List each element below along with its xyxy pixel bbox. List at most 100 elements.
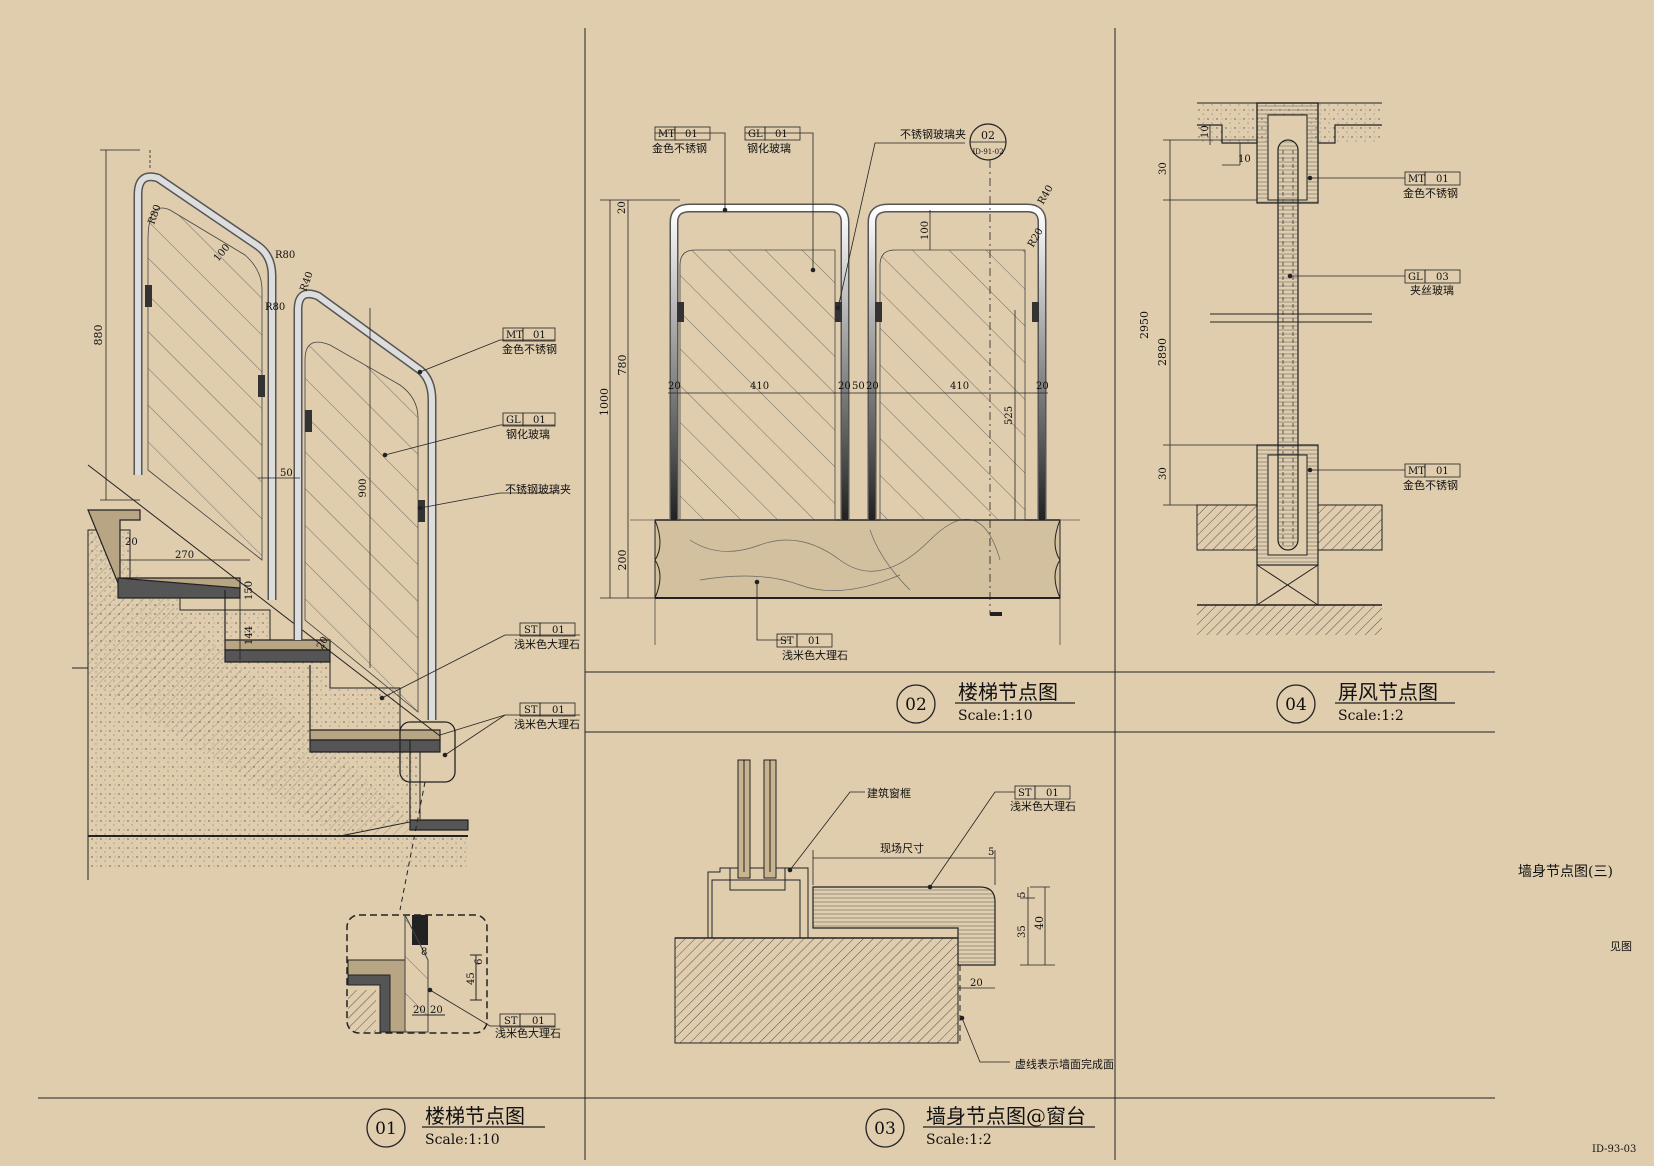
tag-code: GL	[748, 129, 763, 140]
tag-code: GL	[1408, 272, 1423, 283]
title-name: 楼梯节点图	[425, 1104, 525, 1128]
tag-no: 01	[1436, 174, 1449, 185]
title-block-03: 03 墙身节点图@窗台 Scale:1:2	[865, 1104, 1095, 1148]
tag-no: 01	[685, 129, 698, 140]
tag-name: 钢化玻璃	[747, 141, 791, 155]
note-clip: 不锈钢玻璃夹	[505, 482, 571, 496]
tag-name: 浅米色大理石	[1010, 799, 1076, 813]
dim-r80-b: R80	[275, 250, 295, 261]
dim-20-d: 20	[866, 381, 879, 392]
dim-r80-c: R80	[265, 302, 285, 313]
title-block-04: 04 屏风节点图 Scale:1:2	[1276, 680, 1455, 724]
title-number: 02	[905, 695, 927, 715]
detail-01-callouts: MT 01 金色不锈钢 GL 01 钢化玻璃 不锈钢玻璃夹 ST 01 浅米色大…	[379, 327, 580, 1040]
tag-code: GL	[506, 415, 521, 426]
tag-no: 01	[532, 1016, 545, 1027]
note-clip: 不锈钢玻璃夹	[900, 127, 966, 141]
tag-name: 金色不锈钢	[1403, 478, 1458, 492]
title-name: 楼梯节点图	[958, 680, 1058, 704]
dim-10-a: 10	[1200, 125, 1211, 138]
tag-no: 01	[552, 625, 565, 636]
title-name: 屏风节点图	[1338, 680, 1438, 704]
title-scale: Scale:1:10	[425, 1132, 500, 1148]
dim-150: 150	[244, 581, 255, 600]
dim-20: 20	[617, 201, 628, 214]
dim-r40: R40	[298, 270, 315, 293]
dim-270: 270	[175, 550, 194, 561]
dim-30-a: 30	[1158, 162, 1169, 175]
tag-name: 浅米色大理石	[782, 648, 848, 662]
title-name: 墙身节点图@窗台	[926, 1104, 1086, 1128]
dim-410-a: 410	[750, 381, 769, 392]
tag-code: MT	[658, 129, 675, 140]
dim-100: 100	[920, 221, 931, 240]
dim-2950: 2950	[1138, 311, 1151, 339]
sheet-frame	[38, 28, 1495, 1160]
note-window-frame: 建筑窗框	[867, 786, 911, 800]
dim-525: 525	[1004, 406, 1015, 425]
tag-name: 浅米色大理石	[495, 1026, 561, 1040]
tag-code: ST	[524, 705, 538, 716]
dim-410-b: 410	[950, 381, 969, 392]
dim-1000: 1000	[598, 388, 611, 416]
dim-8: 8	[421, 947, 427, 958]
tag-no: 01	[552, 705, 565, 716]
dim-5-a: 5	[988, 847, 994, 858]
drawing-number: ID-93-03	[1592, 1144, 1636, 1155]
dim-5-b: 5	[1017, 892, 1028, 898]
title-scale: Scale:1:2	[1338, 708, 1404, 724]
tag-code: MT	[506, 330, 523, 341]
title-number: 01	[375, 1119, 397, 1139]
dim-r40: R40	[1036, 183, 1056, 206]
ref-number: 02	[981, 129, 995, 142]
tag-no: 01	[533, 415, 546, 426]
detail-04-screen-section: 10 10 30 2950 2890 30 MT 01 金色不锈钢 GL 03 …	[1138, 102, 1461, 635]
tag-code: MT	[1408, 174, 1425, 185]
detail-01-stair-section: 880 R80 100 R80 R80 R40 50 900 270 20 15…	[72, 149, 469, 911]
dim-20: 20	[970, 978, 983, 989]
title-block-01: 01 楼梯节点图 Scale:1:10	[366, 1104, 545, 1148]
sheet-side-title: 墙身节点图(三)	[1518, 864, 1613, 880]
dim-900: 900	[358, 478, 369, 497]
dim-50: 50	[852, 381, 865, 392]
tag-no: 01	[808, 636, 821, 647]
detail-02-railing-elevation: 20 1000 780 200 100 R40 R20 20 410 20 50…	[598, 123, 1080, 662]
tag-no: 01	[1046, 788, 1059, 799]
dim-40: 40	[1033, 916, 1046, 930]
dim-144: 144	[244, 626, 255, 645]
title-scale: Scale:1:2	[926, 1132, 992, 1148]
tag-no: 01	[533, 330, 546, 341]
dim-6: 6	[474, 959, 485, 965]
tag-name: 金色不锈钢	[1403, 186, 1458, 200]
tag-code: ST	[504, 1016, 518, 1027]
tag-name: 夹丝玻璃	[1410, 283, 1454, 297]
title-scale: Scale:1:10	[958, 708, 1033, 724]
dim-30-b: 30	[1158, 467, 1169, 480]
dim-20-c: 20	[413, 1005, 426, 1016]
title-block-02: 02 楼梯节点图 Scale:1:10	[896, 680, 1075, 724]
tag-code: ST	[1018, 788, 1032, 799]
dim-20-b: 20	[668, 381, 681, 392]
tag-code: MT	[1408, 466, 1425, 477]
tag-no: 01	[775, 129, 788, 140]
tag-name: 浅米色大理石	[514, 717, 580, 731]
tag-code: ST	[524, 625, 538, 636]
sheet-side-note: 见图	[1610, 940, 1632, 953]
tag-name: 金色不锈钢	[502, 342, 557, 356]
tag-no: 01	[1436, 466, 1449, 477]
note-site-dim: 现场尺寸	[880, 841, 924, 855]
tag-name: 钢化玻璃	[506, 427, 550, 441]
ref-sheet: ID-91-02	[972, 148, 1003, 156]
tag-name: 浅米色大理石	[514, 637, 580, 651]
tag-no: 03	[1436, 272, 1449, 283]
title-number: 03	[874, 1119, 896, 1139]
detail-03-window-sill: 现场尺寸 5 5 35 40 20 建筑窗框 ST 01 浅米色大理石 虚线表示…	[674, 759, 1114, 1071]
dim-50: 50	[280, 468, 293, 479]
dim-780: 780	[616, 355, 629, 376]
detail-01-enlarged: 8 45 6 20 20	[346, 914, 488, 1034]
dim-35: 35	[1017, 925, 1028, 938]
dim-10-b: 10	[1238, 154, 1251, 165]
note-dashed-wall: 虚线表示墙面完成面	[1015, 1057, 1114, 1071]
dim-200: 200	[616, 550, 629, 571]
